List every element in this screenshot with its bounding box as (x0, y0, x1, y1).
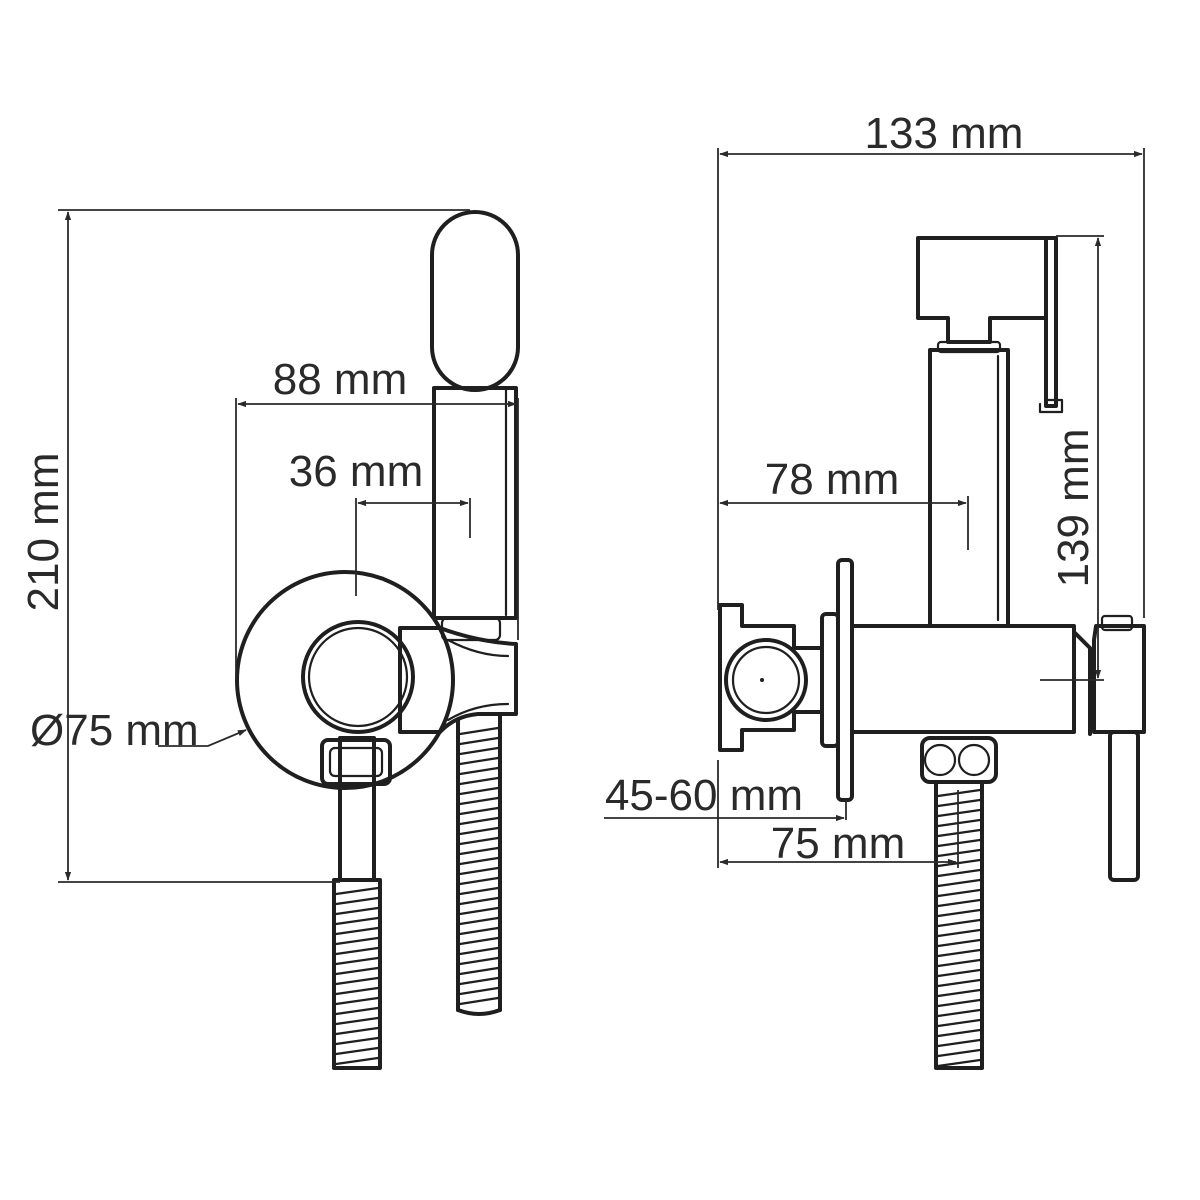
wall-plate-side (836, 558, 854, 802)
plate-diameter-label: Ø75 mm (30, 706, 199, 755)
dim-139: 139 mm (1040, 235, 1104, 681)
holder-bracket (1044, 236, 1058, 408)
dim-210: 210 mm (19, 209, 470, 883)
lever-side (1092, 624, 1146, 734)
hose-right (456, 712, 502, 1016)
hand-shower-head (430, 210, 520, 392)
hose-left (332, 878, 382, 1070)
front-view: 210 mm 88 mm 36 mm Ø75 mm (19, 209, 520, 1070)
overall-width-label: 133 mm (865, 109, 1024, 158)
valve-cartridge (724, 638, 808, 722)
dim-45-60: 45-60 mm (604, 771, 847, 822)
flange (820, 612, 840, 748)
dim-88: 88 mm (235, 355, 519, 680)
wall-depth-label: 45-60 mm (605, 771, 803, 820)
spray-height-label: 139 mm (1049, 429, 1098, 588)
lever-knob (301, 620, 415, 734)
hand-offset-label: 36 mm (289, 447, 423, 496)
dim-d75: Ø75 mm (30, 706, 247, 755)
supply-pipe (338, 736, 376, 882)
lever-stem (1108, 730, 1140, 882)
wall-plate (235, 570, 455, 790)
spray-head-side (916, 236, 1048, 344)
handle-width-label: 88 mm (273, 355, 407, 404)
overall-height-label: 210 mm (19, 453, 68, 612)
dim-36: 36 mm (289, 447, 471, 596)
dim-78: 78 mm (719, 455, 969, 550)
body-depth-label: 78 mm (765, 455, 899, 504)
side-view: 133 mm 78 mm 139 mm 45-60 mm 75 mm (604, 109, 1146, 1070)
dim-133: 133 mm (717, 109, 1145, 618)
mixer-body (850, 624, 1076, 734)
shower-holder (398, 626, 518, 734)
dim-75: 75 mm (717, 760, 959, 868)
hose-side (934, 780, 984, 1070)
connector-nut (320, 738, 392, 786)
hand-shower-side (928, 348, 1010, 628)
outlet-offset-label: 75 mm (771, 819, 905, 868)
